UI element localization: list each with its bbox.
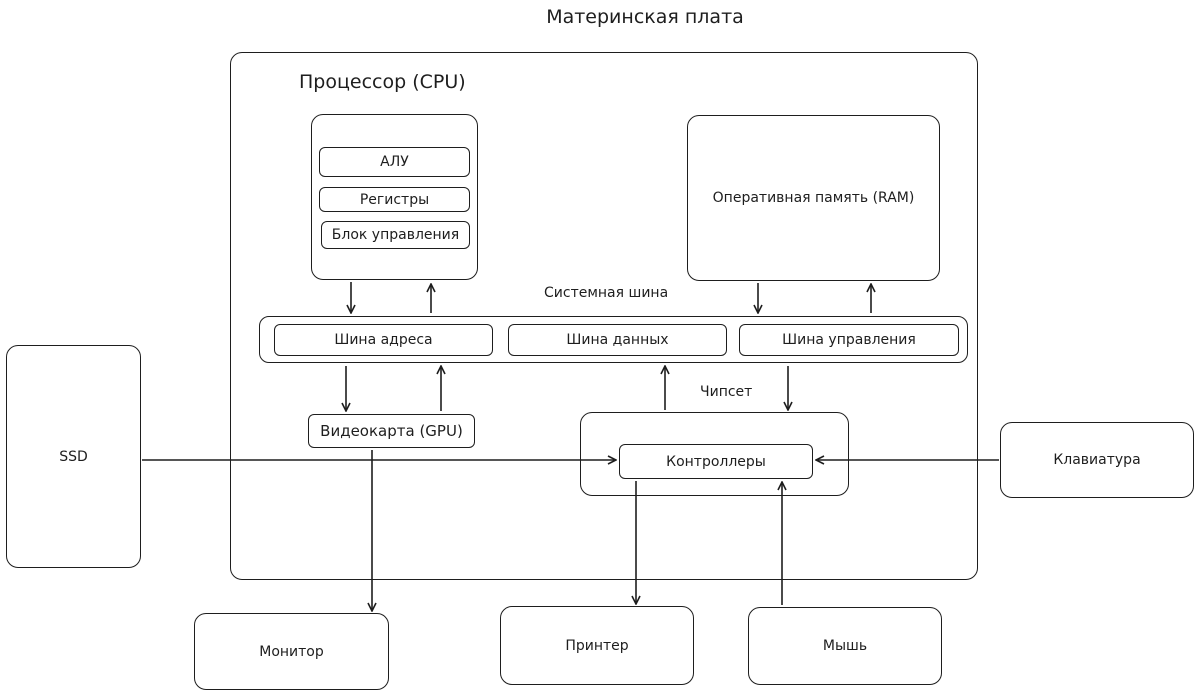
- cpu-title: Процессор (CPU): [299, 71, 466, 93]
- gpu-block: Видеокарта (GPU): [308, 414, 475, 448]
- control-bus: Шина управления: [739, 324, 959, 356]
- alu-block: АЛУ: [319, 147, 470, 177]
- ssd-label: SSD: [59, 448, 88, 465]
- chipset-label: Чипсет: [700, 384, 753, 400]
- monitor-box: Монитор: [194, 613, 389, 690]
- printer-label: Принтер: [565, 637, 629, 654]
- data-bus: Шина данных: [508, 324, 727, 356]
- address-bus: Шина адреса: [274, 324, 493, 356]
- mouse-box: Мышь: [748, 607, 942, 685]
- keyboard-box: Клавиатура: [1000, 422, 1194, 498]
- cpu-box: [311, 114, 478, 280]
- controllers-block: Контроллеры: [619, 444, 813, 479]
- mouse-label: Мышь: [822, 638, 868, 654]
- registers-block: Регистры: [319, 187, 470, 212]
- ssd-box: SSD: [6, 345, 141, 568]
- motherboard-title: Материнская плата: [546, 6, 744, 28]
- monitor-label: Монитор: [259, 643, 324, 660]
- printer-box: Принтер: [500, 606, 694, 685]
- ram-box: Оперативная память (RAM): [687, 115, 940, 281]
- ram-label: Оперативная память (RAM): [712, 190, 915, 206]
- control-unit-block: Блок управления: [321, 221, 470, 249]
- chipset-box: [580, 412, 849, 496]
- system-bus-label: Системная шина: [544, 285, 669, 301]
- motherboard-box: [230, 52, 978, 580]
- system-bus-box: [259, 316, 968, 363]
- keyboard-label: Клавиатура: [1053, 452, 1141, 468]
